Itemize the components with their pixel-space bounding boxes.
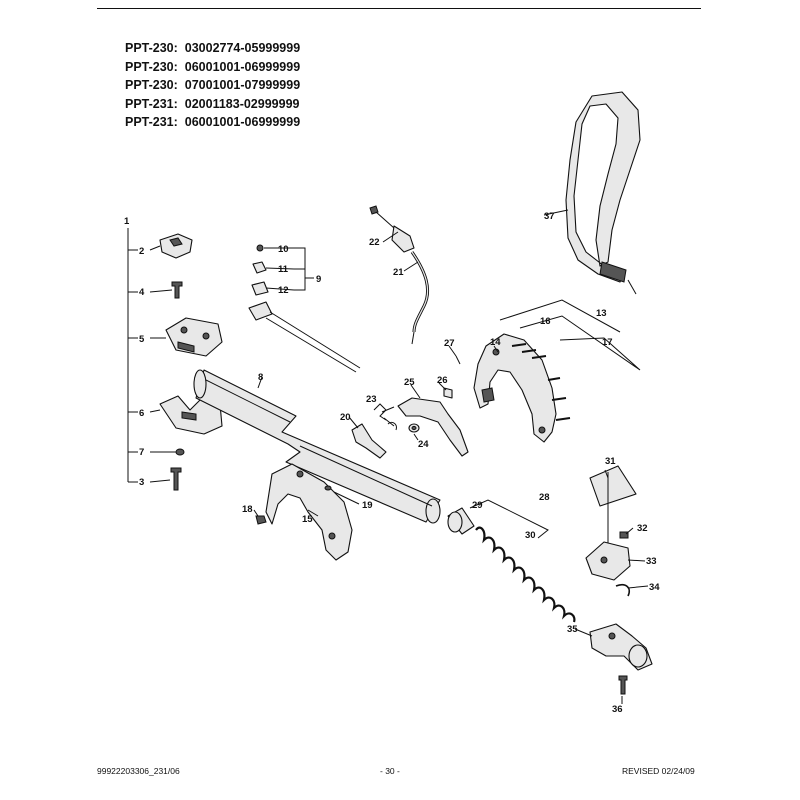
callout-33: 33 bbox=[646, 556, 657, 567]
part-33-cover bbox=[585, 541, 631, 581]
part-27-pin bbox=[455, 355, 461, 365]
callout-26: 26 bbox=[437, 375, 448, 386]
callout-31: 31 bbox=[605, 456, 616, 467]
model-name: PPT-231: bbox=[125, 96, 178, 111]
part-3-bolt bbox=[170, 467, 182, 491]
callout-10: 10 bbox=[278, 244, 289, 255]
callout-21: 21 bbox=[393, 267, 404, 278]
model-row: PPT-230: 03002774-05999999 bbox=[125, 39, 300, 58]
part-10-screw bbox=[256, 244, 264, 252]
callout-8: 8 bbox=[258, 372, 263, 383]
model-row: PPT-231: 06001001-06999999 bbox=[125, 113, 300, 132]
serial-range: 03002774-05999999 bbox=[184, 41, 301, 55]
part-2-grip bbox=[159, 233, 193, 259]
part-24-washer bbox=[408, 423, 420, 433]
callout-5: 5 bbox=[139, 334, 145, 345]
model-row: PPT-230: 07001001-07999999 bbox=[125, 76, 300, 95]
callout-25: 25 bbox=[404, 377, 415, 388]
callout-22: 22 bbox=[369, 237, 380, 248]
callout-2: 2 bbox=[139, 246, 144, 257]
group-bracket-9 bbox=[294, 247, 314, 291]
callout-18: 18 bbox=[242, 504, 253, 515]
footer-doc-number: 99922203306_231/06 bbox=[97, 766, 180, 776]
callout-19: 19 bbox=[362, 500, 373, 511]
serial-range: 06001001-06999999 bbox=[184, 115, 301, 130]
part-31-label bbox=[589, 465, 637, 507]
callout-13: 13 bbox=[596, 308, 607, 319]
part-26-pin bbox=[443, 387, 453, 399]
callout-30: 30 bbox=[525, 530, 536, 541]
footer-page-number: - 30 - bbox=[380, 766, 400, 776]
callout-23: 23 bbox=[366, 394, 377, 405]
callout-14: 14 bbox=[490, 337, 501, 348]
part-5-clamp-upper bbox=[165, 317, 223, 357]
part-35-gear-case bbox=[589, 623, 653, 671]
part-7-washer bbox=[175, 448, 185, 456]
part-34-clip bbox=[615, 583, 631, 597]
part-21-throttle-cable bbox=[410, 251, 429, 345]
part-19-pin bbox=[324, 485, 332, 491]
part-25-trigger bbox=[397, 397, 469, 457]
callout-15: 15 bbox=[302, 514, 313, 525]
group-bracket-28 bbox=[469, 499, 549, 539]
model-name: PPT-230: bbox=[125, 59, 178, 74]
serial-range: 02001183-02999999 bbox=[184, 96, 300, 111]
part-11-nut bbox=[252, 261, 267, 274]
callout-28: 28 bbox=[539, 492, 550, 503]
model-name: PPT-231: bbox=[125, 115, 178, 130]
model-row: PPT-230: 06001001-06999999 bbox=[125, 58, 300, 77]
serial-range: 07001001-07999999 bbox=[184, 78, 301, 93]
top-rule bbox=[97, 8, 701, 9]
part-14-handle-half bbox=[473, 333, 557, 443]
model-name: PPT-230: bbox=[125, 78, 178, 93]
part-16-screws bbox=[511, 343, 571, 421]
callout-24: 24 bbox=[418, 439, 429, 450]
part-30-spring bbox=[475, 526, 576, 623]
callout-3: 3 bbox=[139, 477, 144, 488]
part-4-screw bbox=[171, 281, 183, 299]
part-8-shaft-tube bbox=[193, 369, 441, 524]
part-37-shoulder-strap bbox=[565, 91, 641, 295]
callout-36: 36 bbox=[612, 704, 623, 715]
callout-9: 9 bbox=[316, 274, 321, 285]
leader-lines bbox=[149, 209, 649, 704]
part-20-lever bbox=[351, 423, 387, 459]
callout-27: 27 bbox=[444, 338, 455, 349]
callout-16: 16 bbox=[540, 316, 551, 327]
group-bracket-13-17 bbox=[499, 299, 641, 371]
model-row: PPT-231: 02001183-02999999 bbox=[125, 95, 300, 114]
group-bracket-1 bbox=[127, 228, 138, 483]
callout-11: 11 bbox=[278, 264, 289, 275]
callout-17: 17 bbox=[602, 337, 613, 348]
callout-37: 37 bbox=[544, 211, 555, 222]
callout-1: 1 bbox=[124, 216, 130, 227]
part-6-clamp-lower bbox=[159, 395, 223, 435]
serial-range: 06001001-06999999 bbox=[184, 59, 301, 74]
part-18-nut bbox=[255, 515, 267, 525]
callout-32: 32 bbox=[637, 523, 648, 534]
cable-tie bbox=[248, 301, 361, 373]
callout-12: 12 bbox=[278, 285, 289, 296]
callout-7: 7 bbox=[139, 447, 144, 458]
callout-6: 6 bbox=[139, 408, 144, 419]
callout-20: 20 bbox=[340, 412, 351, 423]
footer-revised-date: REVISED 02/24/09 bbox=[622, 766, 695, 776]
callout-35: 35 bbox=[567, 624, 578, 635]
part-36-screw bbox=[618, 675, 628, 695]
part-12-clip bbox=[251, 281, 269, 296]
model-name: PPT-230: bbox=[125, 41, 178, 55]
part-29-bushing bbox=[447, 507, 475, 535]
model-serial-list: PPT-230: 03002774-05999999 PPT-230: 0600… bbox=[125, 39, 300, 132]
callout-34: 34 bbox=[649, 582, 660, 593]
callout-29: 29 bbox=[472, 500, 483, 511]
callout-4: 4 bbox=[139, 287, 145, 298]
